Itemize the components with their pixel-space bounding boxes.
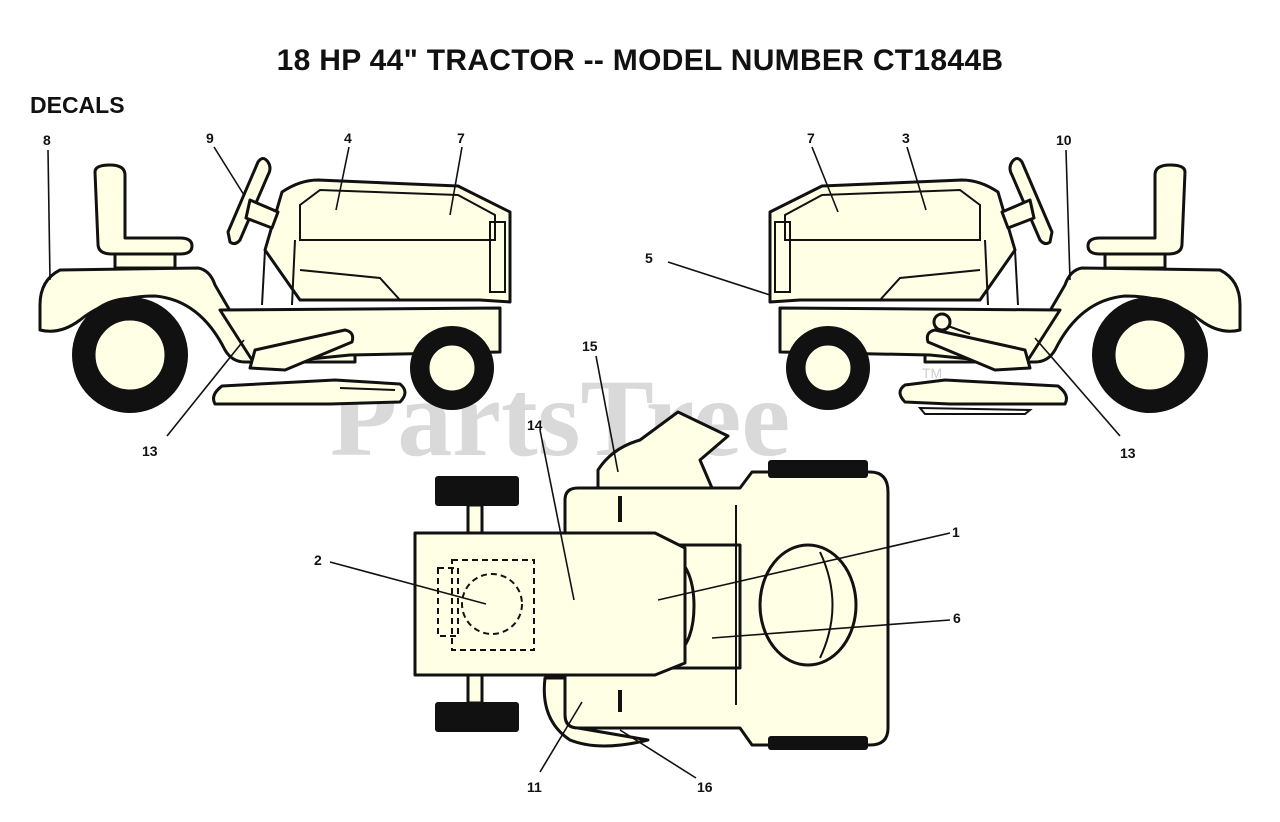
hood-top <box>413 531 687 677</box>
seat-base-right <box>1103 252 1167 270</box>
callout-15: 15 <box>582 338 598 354</box>
watermark-tm: TM <box>922 365 942 381</box>
rear-fender-left <box>38 266 357 364</box>
hood-panel-left <box>299 188 496 241</box>
callout-9: 9 <box>206 130 214 146</box>
callout-10: 10 <box>1056 132 1072 148</box>
hood-panel-right <box>784 188 981 241</box>
watermark-text: PartsTree <box>330 357 790 479</box>
mower-deck-left <box>212 378 407 406</box>
rear-fender-right <box>923 266 1242 364</box>
rear-wheel-top-lower <box>768 736 868 750</box>
callout-7-right: 7 <box>807 130 815 146</box>
seat-back-top <box>596 410 730 490</box>
front-wheel-top-lower <box>435 702 519 732</box>
seat-right <box>1086 163 1187 256</box>
decal-outline-top <box>451 559 535 651</box>
seat-base-left <box>113 252 177 270</box>
callout-5: 5 <box>645 250 653 266</box>
callout-11: 11 <box>527 779 542 795</box>
callout-7-left: 7 <box>457 130 465 146</box>
callout-16: 16 <box>697 779 713 795</box>
callout-13-left: 13 <box>142 443 158 459</box>
tractor-right-side-view <box>768 157 1242 415</box>
discharge-chute-top <box>542 676 650 748</box>
front-axle-lower <box>466 673 484 705</box>
section-label: DECALS <box>30 92 125 118</box>
callout-4: 4 <box>344 130 352 146</box>
callout-3: 3 <box>902 130 910 146</box>
hood-grille-right <box>774 221 791 293</box>
front-wheel-top-upper <box>435 476 519 506</box>
callout-14: 14 <box>527 417 543 433</box>
seat-left <box>93 163 194 256</box>
rear-wheel-top-upper <box>768 460 868 478</box>
lever-knob-right <box>932 312 952 332</box>
leader-lines <box>47 146 1121 779</box>
callout-1: 1 <box>952 524 960 540</box>
tractor-left-side-view <box>38 157 512 413</box>
mower-deck-right <box>898 378 1068 406</box>
callout-13-right: 13 <box>1120 445 1136 461</box>
seat-top <box>758 543 858 667</box>
callout-6: 6 <box>953 610 961 626</box>
callouts: 8 9 4 7 13 7 3 10 5 13 15 14 2 1 6 11 16 <box>43 130 1136 795</box>
callout-8: 8 <box>43 132 51 148</box>
front-axle-upper <box>466 503 484 535</box>
tractor-top-view <box>413 410 890 750</box>
diagram-title: 18 HP 44" TRACTOR -- MODEL NUMBER CT1844… <box>276 44 1004 77</box>
lift-lever-right <box>925 328 1032 372</box>
callout-2: 2 <box>314 552 322 568</box>
hood-grille-left <box>489 221 506 293</box>
lift-lever-left <box>248 328 355 372</box>
grille-outline-top <box>437 567 459 637</box>
